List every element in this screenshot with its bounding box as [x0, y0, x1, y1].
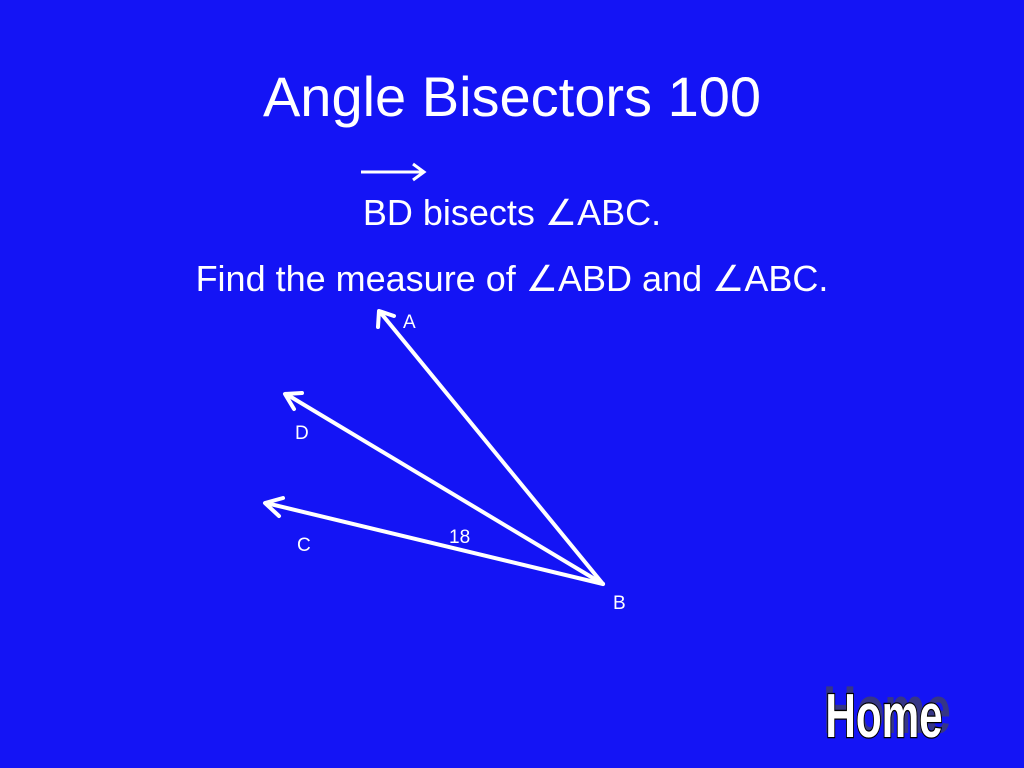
arrowhead-a: [376, 309, 396, 329]
point-label-d: D: [295, 423, 309, 444]
angle-symbol: ∠: [712, 258, 745, 299]
question-angle-2: ABC.: [744, 258, 829, 299]
ray-ba: [378, 310, 605, 586]
angle-symbol: ∠: [544, 192, 578, 233]
slide-title: Angle Bisectors 100: [262, 65, 762, 128]
bisect-statement: BD bisects ∠ABC.: [0, 162, 1024, 236]
angle-symbol: ∠: [525, 258, 559, 299]
home-wordart: Home Home: [823, 673, 951, 752]
question-angle-1: ABD: [558, 258, 633, 299]
ray-arrow-icon: [360, 162, 427, 182]
statement-angle: ABC.: [577, 192, 662, 233]
question-conjunction: and: [632, 258, 713, 299]
ray-bc: [264, 501, 605, 586]
ray-bd-line: [284, 392, 605, 586]
ray-name: BD: [362, 192, 413, 233]
arrowhead-c: [263, 496, 285, 518]
ray-bd: BD: [360, 162, 427, 236]
point-label-b: B: [613, 593, 626, 614]
angle-measure-label: 18: [449, 527, 470, 548]
point-label-c: C: [297, 535, 311, 556]
home-button[interactable]: Home Home: [812, 658, 958, 752]
question-prefix: Find the measure of: [195, 258, 526, 299]
question-text: Find the measure of ∠ABD and ∠ABC.: [0, 256, 1024, 302]
home-label: Home: [825, 682, 942, 750]
arrowhead-d: [283, 391, 304, 411]
home-shadow: Home: [823, 673, 951, 748]
point-label-a: A: [403, 312, 416, 333]
statement-text: bisects: [412, 192, 545, 233]
